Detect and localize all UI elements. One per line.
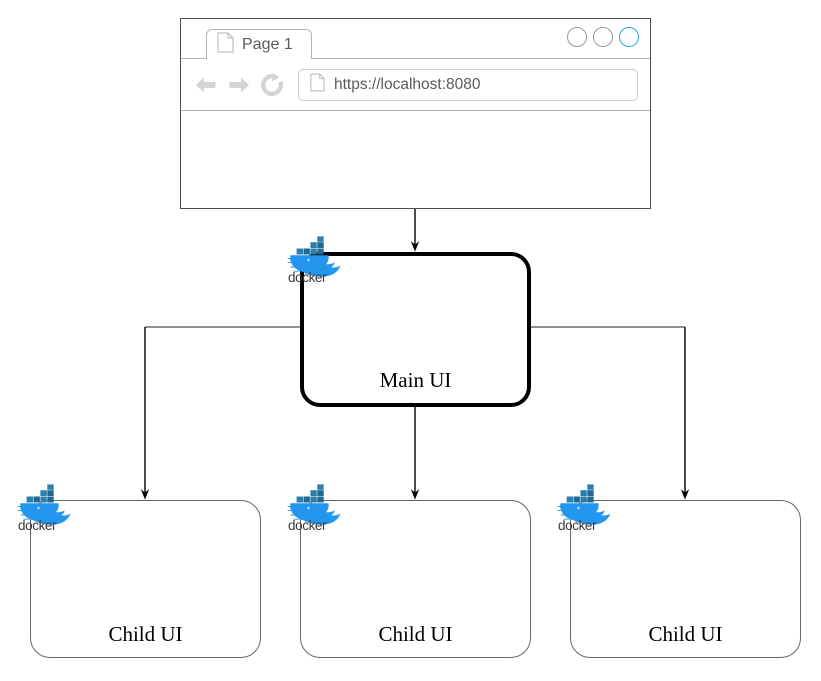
tab-page-1[interactable]: Page 1 xyxy=(206,29,312,59)
window-dot-2[interactable] xyxy=(593,27,613,47)
reload-icon[interactable] xyxy=(259,72,285,98)
node-child-ui-3-label: Child UI xyxy=(648,622,723,646)
edge-main-to-child-1 xyxy=(140,326,300,500)
browser-window-mock: Page 1 xyxy=(180,18,651,209)
url-bar[interactable]: https://localhost:8080 xyxy=(298,68,638,101)
forward-arrow-icon[interactable] xyxy=(226,72,252,98)
node-child-ui-2[interactable]: Child UI xyxy=(300,500,531,658)
page-icon xyxy=(217,31,234,58)
node-child-ui-3[interactable]: Child UI xyxy=(570,500,801,658)
browser-tabstrip: Page 1 xyxy=(181,19,650,59)
window-dot-1[interactable] xyxy=(567,27,587,47)
node-child-ui-1[interactable]: Child UI xyxy=(30,500,261,658)
page-icon xyxy=(310,73,325,97)
node-child-ui-2-label: Child UI xyxy=(378,622,453,646)
url-text: https://localhost:8080 xyxy=(334,75,481,93)
window-dot-3[interactable] xyxy=(619,27,639,47)
back-arrow-icon[interactable] xyxy=(193,72,219,98)
node-main-ui-label: Main UI xyxy=(379,368,452,392)
window-controls xyxy=(567,27,639,47)
browser-viewport xyxy=(181,111,650,208)
edge-main-to-child-3 xyxy=(531,326,690,500)
node-main-ui[interactable]: Main UI xyxy=(300,252,531,407)
browser-toolbar: https://localhost:8080 xyxy=(181,59,650,111)
tab-label: Page 1 xyxy=(242,35,293,53)
node-child-ui-1-label: Child UI xyxy=(108,622,183,646)
